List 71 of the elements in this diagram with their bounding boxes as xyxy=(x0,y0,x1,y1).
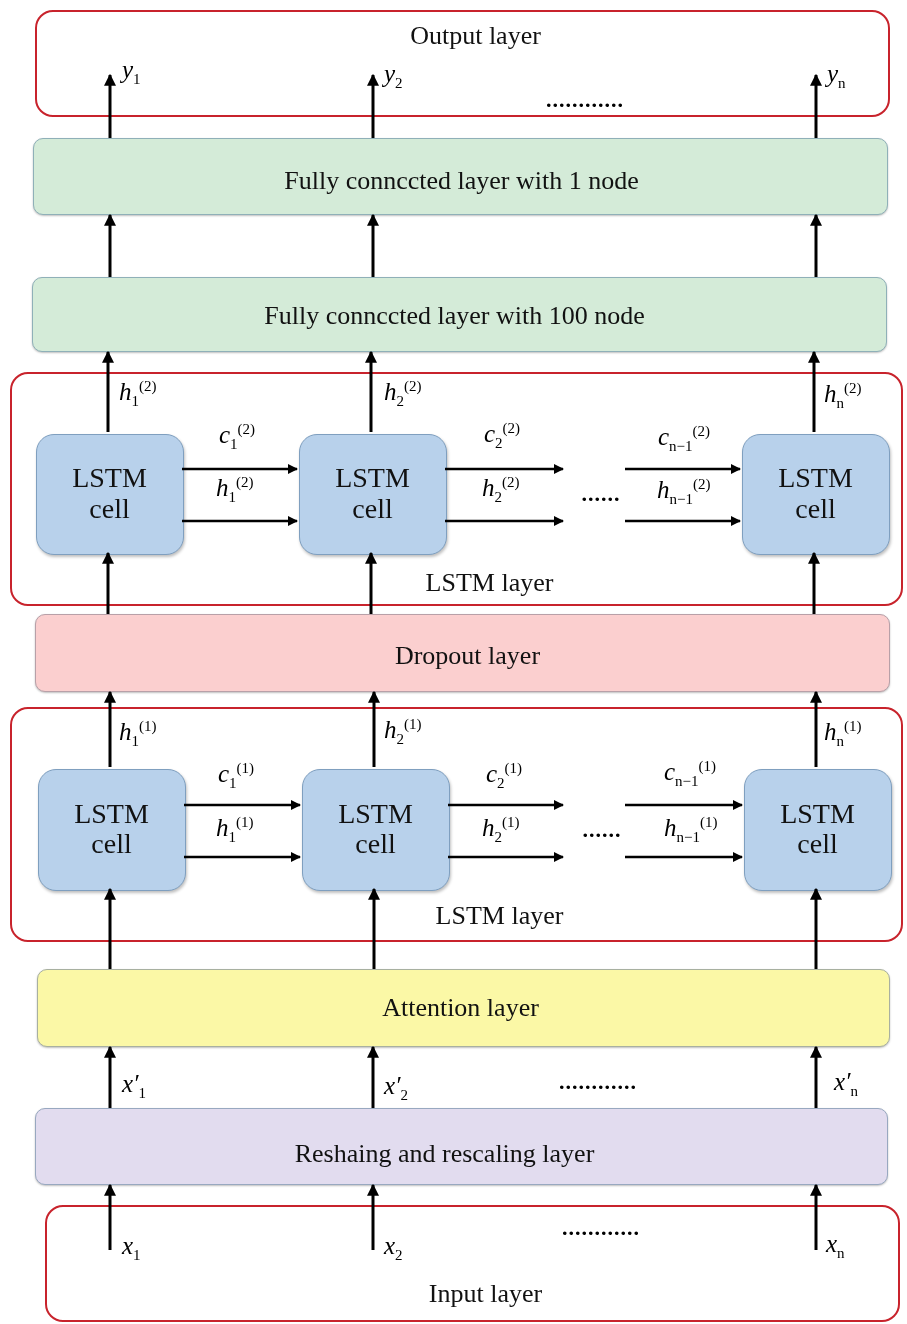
arrow xyxy=(808,350,820,432)
layer-label: Reshaing and rescaling layer xyxy=(294,1139,595,1168)
arrow xyxy=(445,464,564,474)
lstm-cell-box xyxy=(299,434,447,555)
layer-box xyxy=(35,614,890,692)
layer-label: Fully connccted layer with 100 node xyxy=(264,301,645,330)
ellipsis: ...... xyxy=(581,481,621,507)
arrow xyxy=(104,887,116,969)
cell-label: LSTM cell xyxy=(334,463,411,525)
arrow xyxy=(102,551,114,614)
arrow xyxy=(810,73,822,138)
layer-label: Input layer xyxy=(428,1279,543,1308)
arrow xyxy=(104,1183,116,1250)
layer-box xyxy=(32,277,887,352)
arrow xyxy=(102,350,114,432)
lstm-cell-box xyxy=(38,769,186,891)
arrow xyxy=(810,887,822,969)
arrow xyxy=(810,1183,822,1250)
arrow xyxy=(810,690,822,767)
lstm-cell-box xyxy=(742,434,890,555)
arrow xyxy=(104,73,116,138)
layer-label: LSTM layer xyxy=(435,901,564,930)
cell-label: LSTM cell xyxy=(337,798,414,861)
arrow xyxy=(182,464,298,474)
cell-label: LSTM cell xyxy=(779,798,856,861)
arrow xyxy=(625,800,743,810)
layer-container xyxy=(10,372,903,606)
lstm-cell-box xyxy=(744,769,892,891)
lstm-cell-box xyxy=(302,769,450,891)
arrow xyxy=(625,852,743,862)
layer-box xyxy=(35,1108,888,1185)
lstm-cell-box xyxy=(36,434,184,555)
arrow xyxy=(445,516,564,526)
layer-container xyxy=(45,1205,900,1322)
ellipsis: ............ xyxy=(546,87,624,113)
arrow xyxy=(365,350,377,432)
arrow xyxy=(448,800,564,810)
layer-label: Dropout layer xyxy=(394,641,541,670)
ellipsis: ............ xyxy=(562,1215,640,1241)
layer-label: LSTM layer xyxy=(425,568,554,597)
arrow xyxy=(367,213,379,277)
layer-container xyxy=(35,10,890,117)
arrow xyxy=(368,690,380,767)
arrow xyxy=(625,464,741,474)
arrow xyxy=(104,1045,116,1108)
arrow xyxy=(104,690,116,767)
cell-label: LSTM cell xyxy=(73,798,150,861)
ellipsis: ............ xyxy=(559,1069,637,1095)
arrow xyxy=(182,516,298,526)
arrow xyxy=(104,213,116,277)
layer-box xyxy=(33,138,888,215)
arrow xyxy=(368,887,380,969)
arrow xyxy=(808,551,820,614)
cell-label: LSTM cell xyxy=(777,463,854,525)
cell-label: LSTM cell xyxy=(71,463,148,525)
arrow xyxy=(184,852,301,862)
arrow xyxy=(367,1045,379,1108)
arrow xyxy=(810,213,822,277)
arrow xyxy=(184,800,301,810)
layer-label: Output layer xyxy=(410,21,541,50)
arrow xyxy=(365,551,377,614)
layer-container xyxy=(10,707,903,942)
arrow xyxy=(367,1183,379,1250)
arrow xyxy=(810,1045,822,1108)
arrow xyxy=(367,73,379,138)
arrow xyxy=(448,852,564,862)
layer-label: Fully connccted layer with 1 node xyxy=(284,166,639,195)
layer-label: Attention layer xyxy=(382,993,539,1022)
arrow xyxy=(625,516,741,526)
layer-box xyxy=(37,969,890,1047)
ellipsis: ...... xyxy=(582,817,622,843)
